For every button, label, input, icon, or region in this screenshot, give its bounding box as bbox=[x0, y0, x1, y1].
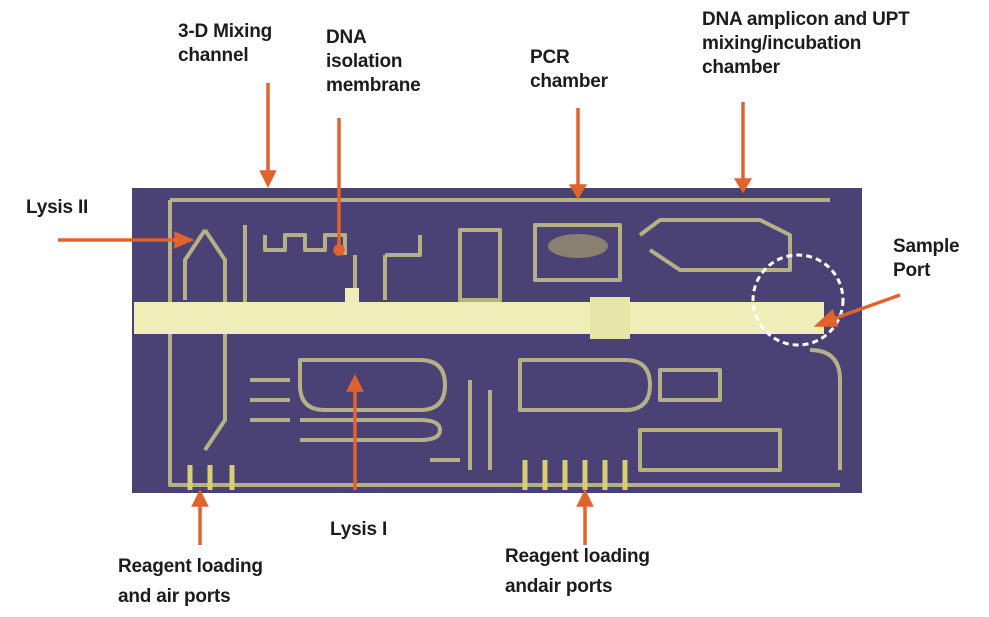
pcr-chamber-shape bbox=[548, 234, 608, 258]
label-amplicon-chamber: DNA amplicon and UPT mixing/incubation c… bbox=[702, 9, 910, 78]
label-reagent-ports-right: Reagent loading andair ports bbox=[505, 546, 650, 597]
microfluidic-chip-photo bbox=[132, 188, 862, 493]
label-lysis-ii: Lysis II bbox=[26, 197, 89, 218]
port-stubs bbox=[187, 460, 628, 490]
slider-bar bbox=[134, 302, 824, 334]
label-pcr-chamber: PCR chamber bbox=[530, 47, 608, 92]
label-reagent-ports-left: Reagent loading and air ports bbox=[118, 556, 263, 607]
annotation-arrows bbox=[58, 83, 901, 545]
label-sample-port: Sample Port bbox=[893, 236, 960, 281]
membrane-post bbox=[345, 288, 359, 304]
bar-collar bbox=[590, 297, 630, 339]
microchannels bbox=[168, 198, 842, 487]
label-dna-isolation-membrane: DNA isolation membrane bbox=[326, 27, 421, 96]
label-lysis-i: Lysis I bbox=[330, 519, 388, 540]
sample-port-circle bbox=[751, 253, 845, 347]
label-3d-mixing-channel: 3-D Mixing channel bbox=[178, 21, 273, 66]
